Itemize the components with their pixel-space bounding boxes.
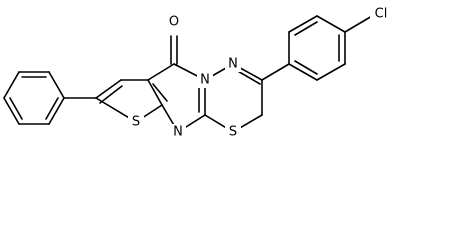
nitrogen-atom-n3: N — [170, 124, 186, 140]
thiophene-bond — [147, 79, 163, 106]
chlorophenyl-bond — [288, 63, 318, 81]
chlorophenyl-double-bond — [294, 21, 318, 36]
atom-label-layer: Cl O N N N S S — [128, 6, 392, 140]
thiophene-bond — [95, 79, 122, 99]
phenyl-bond — [48, 71, 65, 99]
chlorophenyl-bond — [316, 63, 346, 81]
bond-layer — [3, 15, 373, 133]
sulfur-label: S — [229, 125, 237, 140]
chlorophenyl-bond — [288, 15, 318, 33]
chlorine-label: Cl — [375, 7, 388, 22]
phenyl-double-bond — [9, 97, 23, 120]
oxygen-atom: O — [166, 12, 182, 30]
chlorophenyl-double-bond — [294, 60, 318, 75]
phenyl-bond — [3, 71, 20, 99]
chlorophenyl-ring — [288, 15, 346, 81]
nitrogen-label: N — [228, 57, 238, 72]
sulfur-atom-thiophene: S — [128, 114, 144, 130]
thiophene-double-bond — [99, 85, 123, 104]
nitrogen-label: N — [200, 73, 210, 88]
phenyl-bond — [3, 97, 20, 125]
chlorine-atom: Cl — [370, 6, 392, 24]
phenyl-ring — [3, 71, 65, 125]
phenyl-double-bond — [45, 97, 59, 120]
thiadiazine-ring — [204, 63, 263, 133]
phenyl-bond — [48, 97, 65, 125]
chemical-structure-diagram: Cl O N N N S S — [3, 6, 392, 140]
pyrimidinone-ring — [147, 63, 206, 133]
carbonyl-group — [170, 35, 178, 65]
sulfur-label: S — [132, 115, 140, 130]
thiadiazine-double-bond — [235, 69, 261, 85]
chlorophenyl-bond — [316, 15, 346, 33]
thiadiazine-aryl-bond — [261, 63, 290, 81]
ring-fusion-double-bond — [152, 83, 168, 102]
oxygen-label: O — [169, 15, 179, 30]
pyrimidinone-bond — [147, 63, 175, 81]
carbon-chlorine-bond — [344, 15, 373, 33]
nitrogen-atom-n2: N — [197, 72, 213, 88]
nitrogen-atom-n1: N — [225, 56, 241, 72]
sulfur-atom-thiadiazine: S — [225, 124, 241, 140]
nitrogen-label: N — [173, 125, 183, 140]
